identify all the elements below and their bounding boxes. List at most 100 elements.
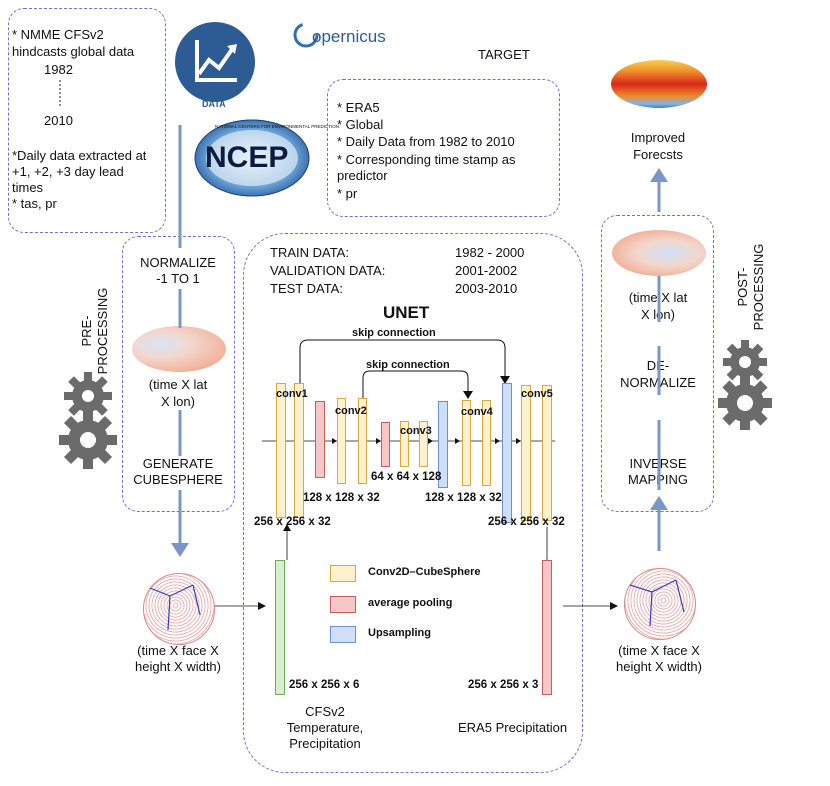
- pre-dims-1: (time X lat: [148, 377, 208, 392]
- improved-label-2: Forecsts: [633, 147, 683, 162]
- ncep-ring-text: NATIONAL CENTERS FOR ENVIRONMENTAL PREDI…: [215, 124, 340, 129]
- source-data-box: [8, 8, 166, 233]
- conv2-block-a: [337, 398, 346, 484]
- output-block: [542, 560, 552, 695]
- conv5-block-a: [521, 385, 531, 521]
- data-logo-label: DATA: [202, 99, 226, 109]
- source-line-5: *Daily data extracted at: [12, 148, 147, 163]
- post-side-1: POST-: [735, 267, 750, 307]
- cube-left-dims-2: height X width): [135, 659, 221, 674]
- cubesphere-left: [143, 573, 215, 645]
- legend-label-up: Upsampling: [368, 627, 431, 639]
- output-dim: 256 x 256 x 3: [468, 679, 539, 691]
- cube-left-dims-1: (time X face X: [137, 643, 219, 658]
- source-line-1: * NMME CFSv2: [12, 27, 104, 42]
- cube-right-dims-1: (time X face X: [618, 643, 700, 658]
- pool1-block: [315, 401, 325, 478]
- target-line-2: * Global: [337, 117, 384, 132]
- legend-label-conv: Conv2D–CubeSphere: [368, 566, 481, 578]
- skip-connection-label-1: skip connection: [352, 327, 436, 339]
- source-line-7: times: [12, 180, 44, 195]
- copernicus-c-icon: [293, 22, 319, 48]
- cubesphere-right: [624, 568, 696, 640]
- preprocessing-side-label: PRE- PROCESSING: [79, 286, 111, 376]
- target-line-1: * ERA5: [337, 100, 380, 115]
- dim-256-left: 256 x 256 x 32: [254, 516, 331, 528]
- conv3-label: conv3: [400, 425, 432, 437]
- target-line-3: * Daily Data from 1982 to 2010: [337, 134, 515, 149]
- upsample1-block: [438, 401, 448, 488]
- post-map-thumbnail: [612, 230, 706, 276]
- pre-map-thumbnail: [132, 326, 226, 372]
- conv3-block-b: [419, 421, 428, 467]
- target-line-5: predictor: [337, 168, 388, 183]
- source-line-8: * tas, pr: [12, 196, 57, 211]
- pool2-block: [381, 422, 390, 467]
- target-line-4: * Corresponding time stamp as: [337, 152, 516, 167]
- split-test-label: TEST DATA:: [270, 281, 343, 296]
- gear-icon: [59, 372, 117, 469]
- legend-swatch-up: [330, 626, 356, 643]
- generate-label-2: CUBESPHERE: [133, 472, 223, 487]
- normalize-label-1: NORMALIZE: [140, 255, 216, 270]
- cubesphere-left-faces: [149, 584, 201, 631]
- gear-icon-right: [718, 340, 772, 430]
- cube-right-dims-2: height X width): [616, 659, 702, 674]
- conv5-label: conv5: [521, 388, 553, 400]
- target-box: [327, 79, 560, 217]
- legend-swatch-pool: [330, 596, 356, 613]
- improved-label-1: Improved: [630, 130, 686, 145]
- cubesphere-right-faces: [629, 579, 685, 627]
- source-line-3: 1982: [44, 62, 73, 77]
- skip-connection-label-2: skip connection: [366, 359, 450, 371]
- conv4-label: conv4: [461, 406, 493, 418]
- pre-side-1: PRE-: [79, 315, 94, 347]
- generate-label-1: GENERATE: [142, 456, 214, 471]
- chart-trend-icon: [195, 40, 237, 82]
- conv4-block-b: [482, 400, 491, 486]
- target-line-6: * pr: [337, 186, 358, 201]
- postprocessing-side-label: POST- PROCESSING: [735, 242, 767, 332]
- post-side-2: PROCESSING: [751, 243, 766, 331]
- dim-128-left: 128 x 128 x 32: [303, 492, 380, 504]
- source-line-2: hindcasts global data: [12, 44, 135, 59]
- conv1-block-a: [276, 383, 286, 518]
- flow-arrows: [171, 125, 668, 557]
- upsample2-block: [502, 383, 512, 523]
- unet-container: [243, 233, 583, 773]
- split-val-label: VALIDATION DATA:: [270, 263, 386, 278]
- copernicus-logo-text: opernicus: [312, 27, 386, 46]
- input-label-3: Precipitation: [289, 736, 361, 751]
- year-range-dotted-line: [59, 80, 61, 108]
- improved-forecast-map: [611, 60, 707, 108]
- input-label-2: Temperature,: [286, 720, 364, 735]
- legend-label-pool: average pooling: [368, 597, 453, 609]
- conv2-block-b: [358, 398, 367, 484]
- input-label-1: CFSv2: [305, 704, 345, 719]
- ncep-logo-text: NCEP: [205, 141, 289, 174]
- conv4-block-a: [462, 400, 471, 486]
- pre-side-2: PROCESSING: [95, 287, 110, 375]
- legend-swatch-conv: [330, 565, 356, 582]
- split-train-label: TRAIN DATA:: [270, 245, 349, 260]
- split-val-value: 2001-2002: [455, 263, 518, 278]
- dim-64: 64 x 64 x 128: [371, 471, 442, 483]
- unet-title: UNET: [383, 303, 430, 322]
- split-train-value: 1982 - 2000: [455, 245, 525, 260]
- ncep-globe-icon: [194, 119, 310, 197]
- data-logo: [175, 22, 255, 102]
- conv5-block-b: [542, 385, 552, 521]
- input-dim: 256 x 256 x 6: [289, 679, 360, 691]
- source-line-4: 2010: [44, 113, 73, 128]
- conv3-block-a: [400, 421, 409, 467]
- pre-dims-2: X lon): [161, 394, 195, 409]
- normalize-label-2: -1 TO 1: [156, 271, 200, 286]
- legend: Conv2D–CubeSphere average pooling Upsamp…: [328, 560, 528, 650]
- conv1-label: conv1: [276, 388, 308, 400]
- output-label: ERA5 Precipitation: [458, 720, 568, 735]
- input-block: [275, 560, 285, 695]
- conv1-block-b: [294, 383, 304, 518]
- skip-connections: [215, 339, 618, 610]
- split-test-value: 2003-2010: [455, 281, 518, 296]
- target-title: TARGET: [478, 47, 530, 62]
